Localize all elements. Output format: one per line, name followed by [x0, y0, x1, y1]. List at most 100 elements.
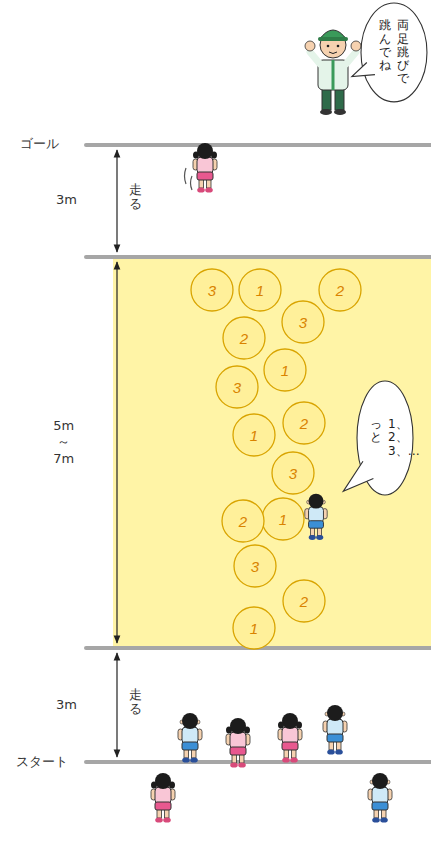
- number-circle: 3: [190, 268, 234, 312]
- number-circle: 1: [261, 497, 305, 541]
- circle-shape: [233, 414, 275, 456]
- number-circle: 1: [232, 413, 276, 457]
- figure-part: [86, 255, 431, 259]
- zone-note: 走る: [129, 183, 142, 212]
- circle-shape: [222, 500, 264, 542]
- dimension-arrows: [116, 150, 117, 757]
- step-number: 3: [233, 380, 241, 395]
- step-number: 3: [208, 283, 216, 298]
- figure-part: [116, 653, 117, 757]
- figure-part: [305, 41, 315, 51]
- step-number: 3: [289, 466, 297, 481]
- figure-part: [346, 52, 356, 64]
- step-number: 3: [299, 315, 307, 330]
- figure-part: [327, 45, 330, 48]
- figure-part: [351, 41, 361, 51]
- figure-part: [329, 52, 337, 54]
- bubble-tail: [352, 63, 375, 77]
- figure-part: [226, 718, 250, 768]
- figure-part: [191, 176, 193, 190]
- figure-part: [320, 109, 332, 115]
- bubble-outline: [356, 380, 414, 496]
- running-girl: [185, 143, 218, 193]
- circle-shape: [319, 269, 361, 311]
- step-number: 2: [300, 416, 308, 431]
- dimension: 5m ～ 7m: [48, 418, 79, 467]
- circle-shape: [233, 607, 275, 649]
- circle-shape: [223, 317, 265, 359]
- speech-bubble: 両足跳びで 跳んでね: [360, 2, 428, 103]
- figure-part: [319, 30, 347, 40]
- circle-shape: [234, 545, 276, 587]
- bubble-tail: [343, 461, 373, 491]
- circle-shape: [272, 452, 314, 494]
- circle-shape: [262, 498, 304, 540]
- bubble-outline: [360, 2, 428, 103]
- number-circle: 3: [281, 300, 325, 344]
- figure-part: [318, 37, 348, 41]
- number-circle: 1: [238, 268, 282, 312]
- circle-shape: [264, 349, 306, 391]
- waiting-children: [151, 705, 392, 823]
- step-number: 2: [239, 514, 247, 529]
- dimension: 3m: [56, 192, 77, 208]
- course-lines: [86, 145, 431, 762]
- line-name: スタート: [16, 754, 68, 770]
- circle-shape: [283, 580, 325, 622]
- circle-shape: [282, 301, 324, 343]
- figure-part: [368, 773, 392, 823]
- figure-part: [323, 705, 347, 755]
- circle-shape: [239, 269, 281, 311]
- step-number: 1: [250, 621, 258, 636]
- figure-part: [86, 143, 431, 147]
- figure-part: [113, 259, 431, 647]
- number-circle: 3: [215, 365, 259, 409]
- step-number: 2: [336, 283, 344, 298]
- line-name: ゴール: [20, 136, 59, 152]
- step-number: 3: [251, 559, 259, 574]
- figure-part: [116, 262, 117, 643]
- circle-shape: [191, 269, 233, 311]
- figure-part: [278, 713, 302, 763]
- figure-part: [310, 52, 320, 64]
- figure-part: [305, 494, 327, 540]
- step-number: 1: [279, 512, 287, 527]
- speech-bubble: 1、2、3、… っと: [356, 380, 414, 496]
- jumping-boy: [305, 494, 327, 540]
- figure-part: [193, 143, 217, 193]
- step-number: 1: [250, 428, 258, 443]
- speech-text: 1、2、3、… っと: [370, 418, 400, 458]
- number-circle: 2: [318, 268, 362, 312]
- figure-part: [86, 760, 431, 764]
- dimension: 3m: [56, 697, 77, 713]
- text-column: 1、2、3、…: [388, 418, 400, 458]
- step-number: 2: [240, 331, 248, 346]
- text-column: 跳んでね: [379, 19, 391, 72]
- step-number: 2: [300, 594, 308, 609]
- text-column: っと: [370, 418, 382, 444]
- figure-part: [151, 773, 175, 823]
- speech-text: 両足跳びで 跳んでね: [379, 19, 409, 85]
- number-circle: 2: [222, 316, 266, 360]
- bubble-tail-fill: [352, 63, 375, 77]
- text-column: 両足跳びで: [397, 19, 409, 85]
- figure-part: [334, 109, 346, 115]
- number-circle: 1: [263, 348, 307, 392]
- figure-part: [116, 150, 117, 252]
- figure-part: [178, 713, 202, 763]
- figure-part: [332, 60, 335, 90]
- step-number: 1: [256, 283, 264, 298]
- relay-zone: [113, 259, 431, 647]
- figure-part: [185, 168, 187, 184]
- bubble-shape: [361, 3, 427, 102]
- step-number: 1: [281, 363, 289, 378]
- number-circle: 2: [282, 579, 326, 623]
- bubble-tail-fill: [343, 461, 373, 491]
- number-circle: 3: [233, 544, 277, 588]
- number-circle: 2: [221, 499, 265, 543]
- zone-note: 走る: [129, 688, 142, 717]
- circle-shape: [283, 402, 325, 444]
- figure-part: [337, 45, 340, 48]
- number-circle: 1: [232, 606, 276, 650]
